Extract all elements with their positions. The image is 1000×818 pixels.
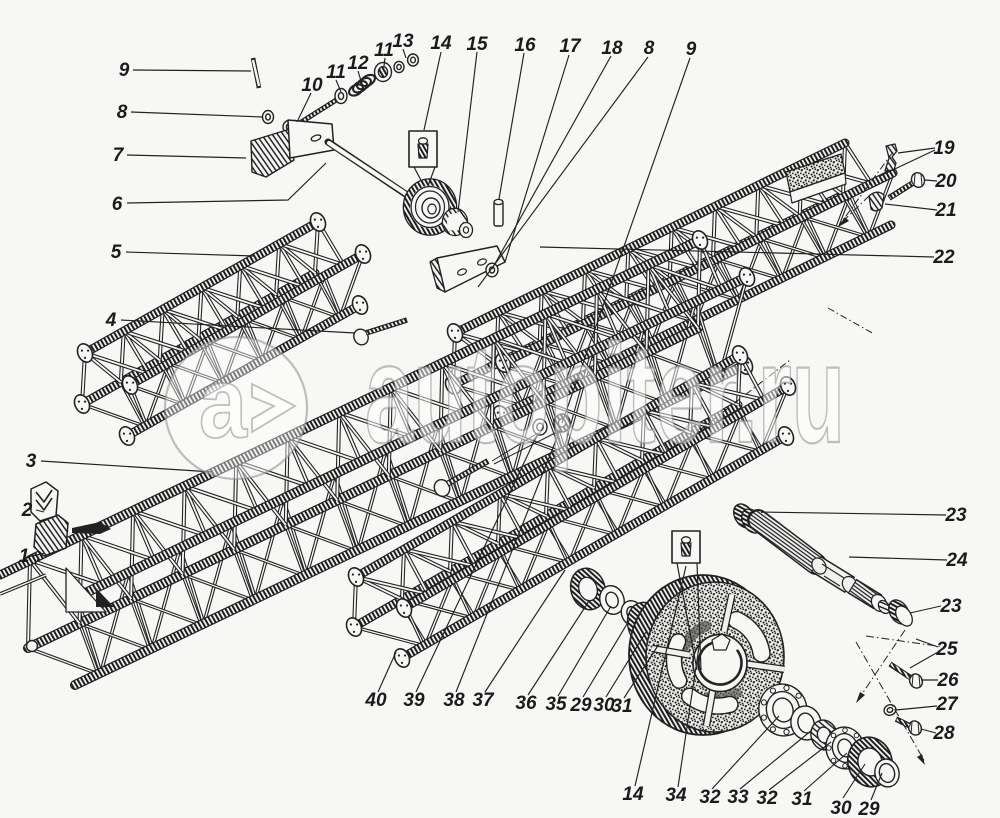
svg-text:14: 14 bbox=[622, 784, 644, 805]
svg-text:31: 31 bbox=[611, 696, 632, 717]
svg-text:16: 16 bbox=[514, 35, 536, 56]
svg-text:8: 8 bbox=[117, 102, 128, 123]
svg-text:5: 5 bbox=[111, 242, 122, 263]
svg-text:2: 2 bbox=[21, 500, 33, 521]
svg-text:37: 37 bbox=[472, 690, 495, 711]
svg-text:33: 33 bbox=[727, 787, 749, 808]
svg-text:32: 32 bbox=[699, 787, 721, 808]
svg-text:30: 30 bbox=[593, 695, 615, 716]
svg-text:32: 32 bbox=[756, 788, 778, 809]
svg-text:31: 31 bbox=[791, 789, 812, 810]
svg-text:a: a bbox=[199, 347, 248, 459]
svg-text:34: 34 bbox=[665, 785, 687, 806]
svg-text:21: 21 bbox=[934, 200, 956, 221]
svg-text:29: 29 bbox=[569, 695, 592, 716]
svg-text:1: 1 bbox=[19, 546, 30, 567]
svg-text:18: 18 bbox=[601, 38, 623, 59]
svg-text:11: 11 bbox=[326, 62, 346, 83]
svg-text:29: 29 bbox=[857, 799, 880, 818]
svg-text:8: 8 bbox=[644, 38, 655, 59]
svg-text:35: 35 bbox=[545, 694, 567, 715]
svg-text:12: 12 bbox=[347, 53, 369, 74]
svg-text:3: 3 bbox=[26, 451, 37, 472]
svg-text:22: 22 bbox=[932, 247, 955, 268]
svg-text:19: 19 bbox=[933, 138, 955, 159]
svg-text:26: 26 bbox=[936, 670, 959, 691]
svg-text:14: 14 bbox=[430, 33, 452, 54]
svg-text:9: 9 bbox=[686, 39, 697, 60]
svg-text:11: 11 bbox=[374, 40, 394, 61]
svg-text:9: 9 bbox=[119, 60, 130, 81]
svg-text:17: 17 bbox=[559, 36, 582, 57]
svg-text:23: 23 bbox=[944, 505, 967, 526]
svg-text:28: 28 bbox=[932, 723, 955, 744]
svg-text:4: 4 bbox=[105, 310, 117, 331]
svg-text:40: 40 bbox=[364, 690, 387, 711]
svg-text:38: 38 bbox=[443, 690, 465, 711]
svg-text:25: 25 bbox=[935, 639, 958, 660]
svg-text:36: 36 bbox=[515, 693, 537, 714]
svg-text:autopiter.ru: autopiter.ru bbox=[365, 316, 845, 473]
svg-text:7: 7 bbox=[113, 145, 125, 166]
svg-text:13: 13 bbox=[392, 31, 414, 52]
svg-text:23: 23 bbox=[939, 596, 962, 617]
svg-text:20: 20 bbox=[934, 171, 957, 192]
svg-text:27: 27 bbox=[935, 694, 959, 715]
svg-text:6: 6 bbox=[112, 194, 123, 215]
svg-text:15: 15 bbox=[466, 34, 488, 55]
svg-text:30: 30 bbox=[830, 798, 852, 818]
svg-text:24: 24 bbox=[945, 550, 968, 571]
svg-text:10: 10 bbox=[301, 75, 323, 96]
svg-text:39: 39 bbox=[403, 690, 425, 711]
